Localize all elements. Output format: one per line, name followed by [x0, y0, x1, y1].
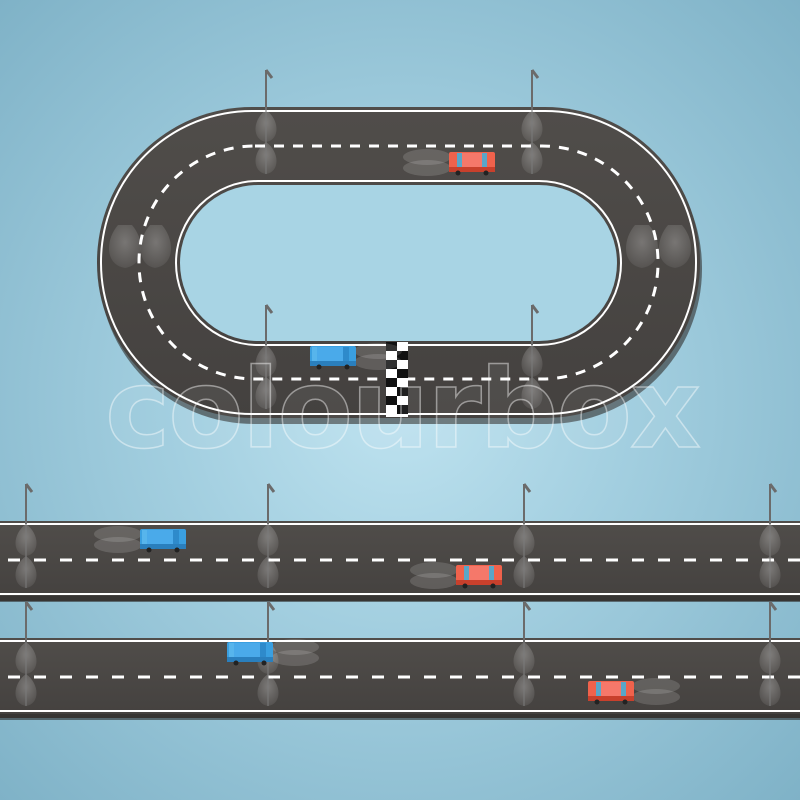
highway-2	[0, 600, 800, 720]
oval-track	[97, 68, 702, 424]
highway-1	[0, 482, 800, 602]
